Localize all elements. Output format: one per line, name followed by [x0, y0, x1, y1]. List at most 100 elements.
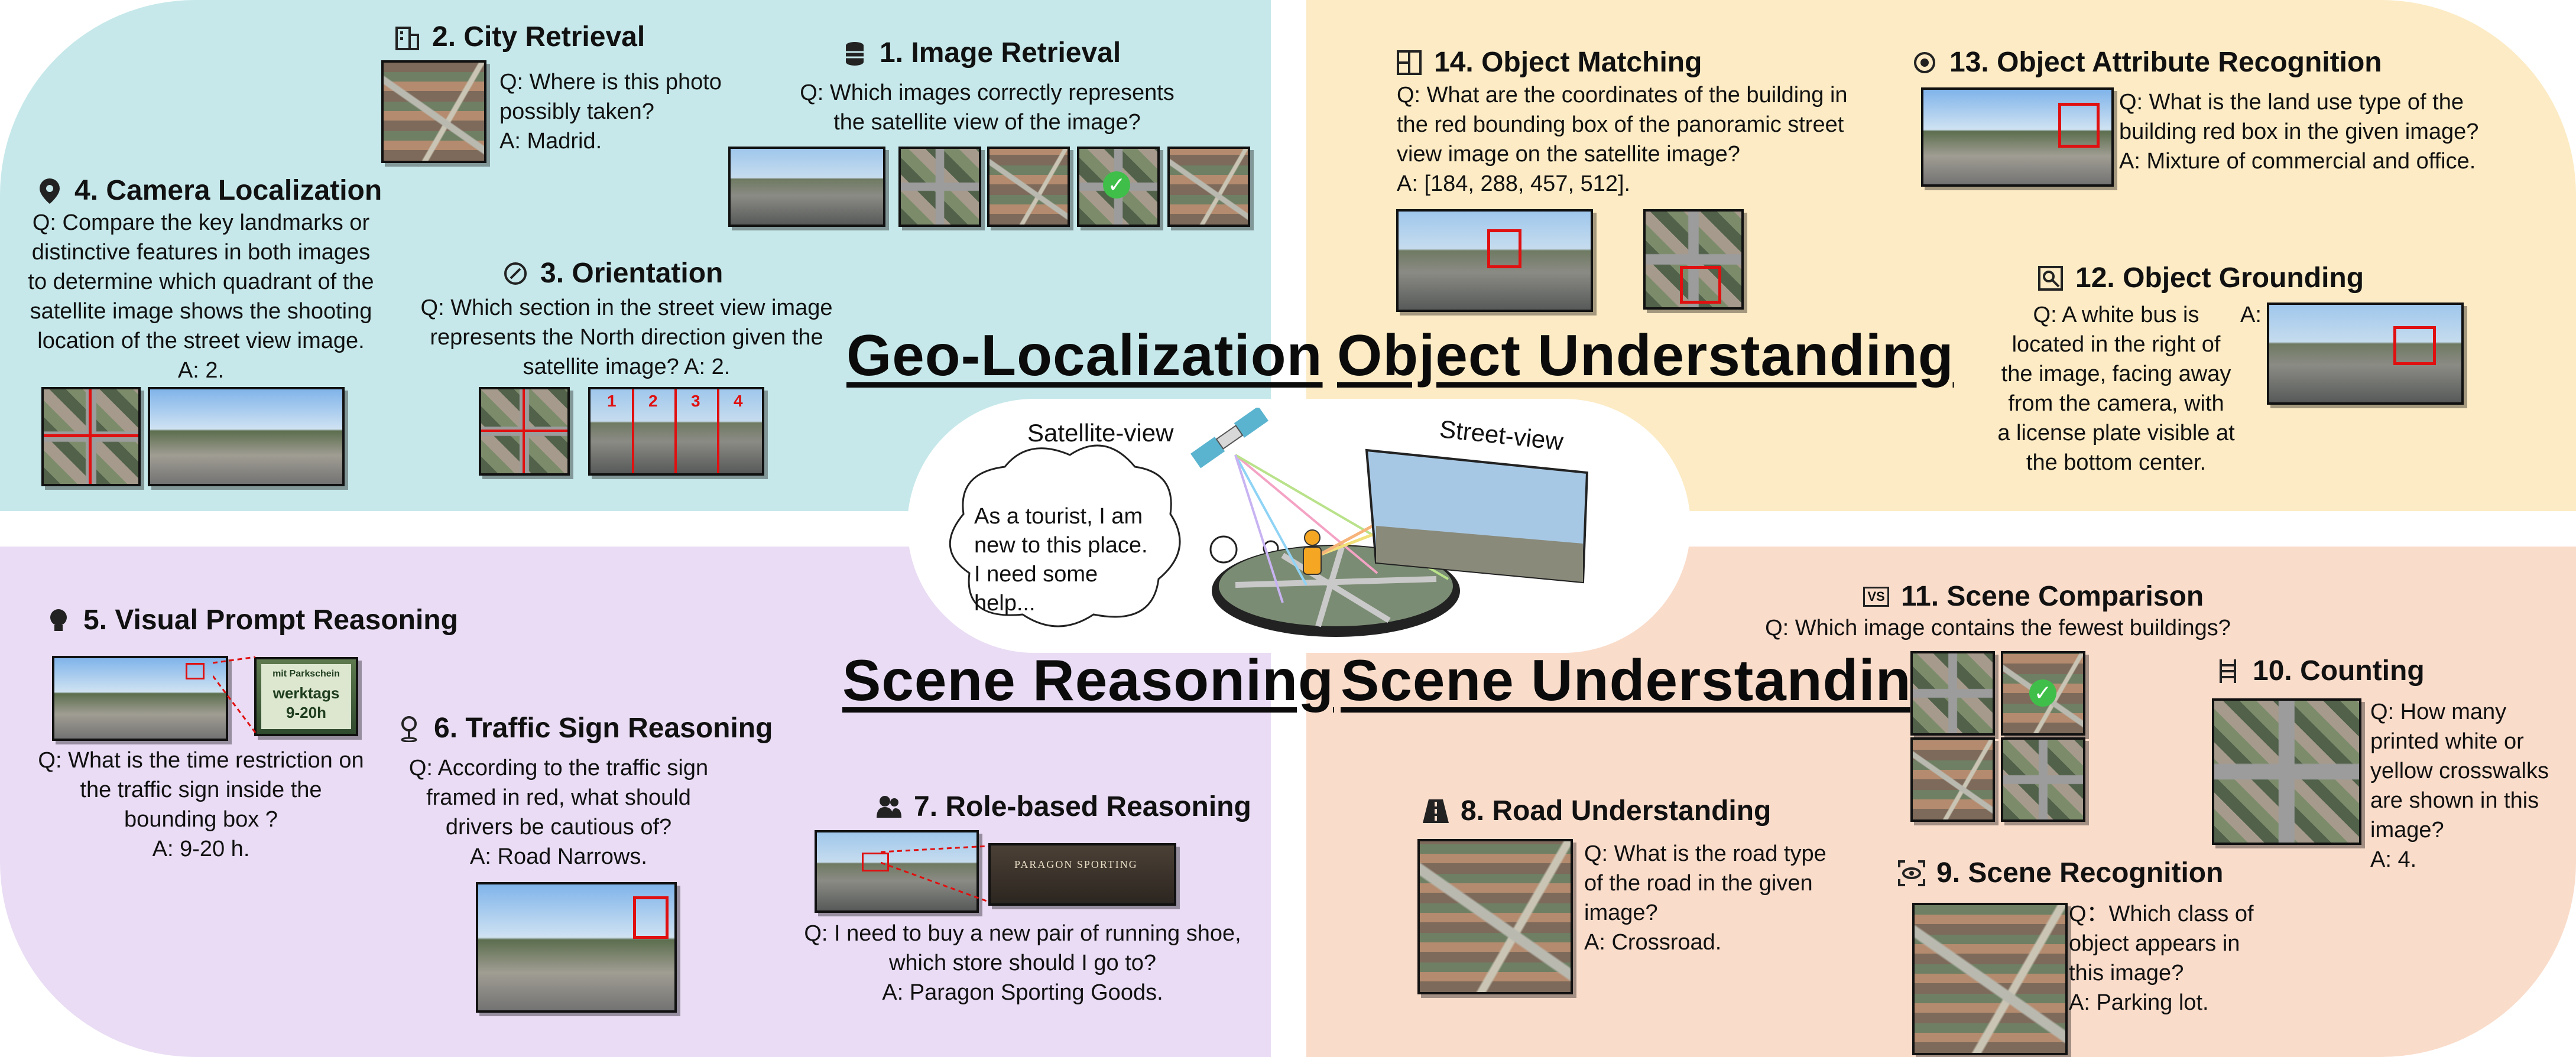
- scene-understanding-heading: Scene Understanding: [1341, 648, 1948, 713]
- section-number-3: 3: [691, 392, 700, 410]
- orientation-street-image: 1 2 3 4: [588, 387, 764, 476]
- ray-pink: [1234, 454, 1378, 574]
- counting-aerial-image: [2212, 698, 2361, 845]
- image-retrieval-qa: Q: Which images correctly represents the…: [800, 80, 1175, 135]
- traffic-sign-plate: mit Parkschein werktags 9-20h: [261, 664, 351, 729]
- scene-recognition-aerial-image: [1912, 903, 2068, 1055]
- role-based-title: 7. Role-based Reasoning: [875, 791, 1251, 823]
- match-grid-icon: [1395, 48, 1423, 77]
- counting-title: 10. Counting: [2214, 655, 2425, 687]
- camera-localization-aerial-image: [41, 387, 141, 486]
- visual-prompt-qa: Q: What is the time restriction on the t…: [38, 748, 364, 861]
- orientation-divider-horizontal: [481, 430, 567, 432]
- object-matching-street-image: [1396, 209, 1593, 312]
- image-retrieval-title: 1. Image Retrieval: [841, 37, 1121, 69]
- ray-purple: [1234, 454, 1284, 603]
- object-matching-bounding-box: [1487, 229, 1521, 268]
- counting-qa: Q: How many printed white or yellow cros…: [2370, 700, 2549, 872]
- target-icon: [1910, 48, 1939, 77]
- image-retrieval-candidate-4: [1167, 147, 1250, 227]
- object-grounding-answer-label: A:: [2240, 303, 2262, 327]
- scene-comparison-image-4: [2001, 737, 2085, 822]
- visual-prompt-street-image: [52, 656, 228, 741]
- store-sign-text: PARAGON SPORTING: [1014, 858, 1138, 870]
- satellite-icon: [1190, 408, 1268, 469]
- scene-comparison-image-2: ✓: [2001, 651, 2085, 736]
- object-attribute-title: 13. Object Attribute Recognition: [1910, 46, 2382, 79]
- thought-bubble: [949, 444, 1181, 627]
- city-retrieval-title: 2. City Retrieval: [393, 21, 645, 53]
- street-view-ground: [1376, 526, 1583, 582]
- role-based-store-zoom: PARAGON SPORTING: [988, 843, 1176, 906]
- road-understanding-qa: Q: What is the road type of the road in …: [1584, 841, 1826, 955]
- camera-localization-street-image: [148, 387, 345, 486]
- scene-comparison-qa: Q: Which image contains the fewest build…: [1765, 616, 2231, 640]
- camera-localization-qa: Q: Compare the key landmarks or distinct…: [28, 210, 374, 383]
- orientation-section-line-3: [717, 389, 719, 473]
- scene-comparison-title: VS 11. Scene Comparison: [1862, 580, 2204, 613]
- visual-prompt-title: 5. Visual Prompt Reasoning: [44, 604, 458, 636]
- city-building-icon: [393, 23, 421, 51]
- location-pin-icon: [35, 177, 64, 205]
- road-understanding-title: 8. Road Understanding: [1422, 795, 1771, 827]
- quadrant-divider-horizontal: [44, 434, 138, 437]
- road-understanding-aerial-image: [1417, 839, 1573, 994]
- thought-bubble-text: As a tourist, I am new to this place. I …: [974, 504, 1148, 616]
- object-grounding-street-image: [2267, 303, 2464, 405]
- section-number-1: 1: [607, 392, 617, 410]
- scene-recognition-title: 9. Scene Recognition: [1897, 857, 2223, 889]
- scene-comparison-image-3: [1910, 737, 1995, 822]
- traffic-sign-street-image: [476, 882, 677, 1013]
- traffic-sign-title: 6. Traffic Sign Reasoning: [395, 712, 773, 744]
- image-retrieval-candidate-1: [898, 147, 981, 227]
- orientation-qa: Q: Which section in the street view imag…: [420, 295, 833, 379]
- visual-prompt-bounding-box: [186, 663, 205, 679]
- zoom-connector: [213, 656, 257, 733]
- map-roads: [1235, 546, 1437, 627]
- object-matching-title: 14. Object Matching: [1395, 46, 1702, 79]
- database-icon: [841, 39, 869, 67]
- traffic-sign-bounding-box: [633, 896, 669, 939]
- bubble-dot-large: [1209, 535, 1238, 564]
- users-icon: [875, 793, 903, 821]
- role-zoom-connector: [881, 845, 989, 903]
- geo-localization-heading: Geo-Localization: [846, 323, 1323, 388]
- object-matching-aerial-image: [1643, 209, 1744, 310]
- orientation-section-line-1: [632, 389, 634, 473]
- role-based-qa: Q: I need to buy a new pair of running s…: [804, 921, 1241, 1005]
- ray-blue: [1234, 454, 1308, 586]
- scene-recognition-qa: Q：Which class of object appears in this …: [2069, 902, 2254, 1015]
- visual-prompt-sign-zoom: mit Parkschein werktags 9-20h: [254, 657, 358, 736]
- section-number-4: 4: [734, 392, 743, 410]
- ladder-icon: [2214, 657, 2242, 685]
- image-retrieval-candidate-3: ✓: [1077, 147, 1160, 227]
- section-number-2: 2: [648, 392, 658, 410]
- scene-comparison-image-1: [1910, 651, 1995, 736]
- object-attribute-street-image: [1921, 87, 2114, 187]
- orientation-section-line-2: [674, 389, 677, 473]
- check-icon: ✓: [1103, 171, 1130, 199]
- satellite-view-label: Satellite-view: [1027, 419, 1174, 447]
- object-attribute-bounding-box: [2058, 103, 2100, 148]
- object-attribute-qa: Q: What is the land use type of the buil…: [2119, 90, 2479, 174]
- traffic-sign-qa: Q: According to the traffic sign framed …: [408, 756, 709, 869]
- scene-reasoning-heading: Scene Reasoning: [842, 648, 1334, 713]
- object-grounding-qa: Q: A white bus is located in the right o…: [1997, 303, 2235, 475]
- vs-icon: VS: [1862, 583, 1890, 611]
- magnifier-icon: [2036, 264, 2065, 292]
- eye-scan-icon: [1897, 859, 1926, 887]
- object-understanding-heading: Object Understanding: [1337, 323, 1954, 388]
- role-based-street-image: [815, 830, 979, 913]
- center-illustration: [949, 408, 1589, 637]
- object-matching-satellite-box: [1680, 266, 1721, 304]
- role-based-bounding-box: [862, 853, 889, 871]
- image-retrieval-street-image: [728, 147, 885, 227]
- map-pin-icon: [395, 714, 423, 743]
- object-matching-qa: Q: What are the coordinates of the build…: [1397, 83, 1848, 196]
- image-retrieval-candidate-2: [987, 147, 1070, 227]
- city-retrieval-aerial-image: [381, 60, 486, 163]
- check-icon: ✓: [2029, 679, 2056, 707]
- person-icon: [1303, 529, 1322, 575]
- object-grounding-bounding-box: [2393, 326, 2436, 365]
- road-icon: [1422, 797, 1450, 825]
